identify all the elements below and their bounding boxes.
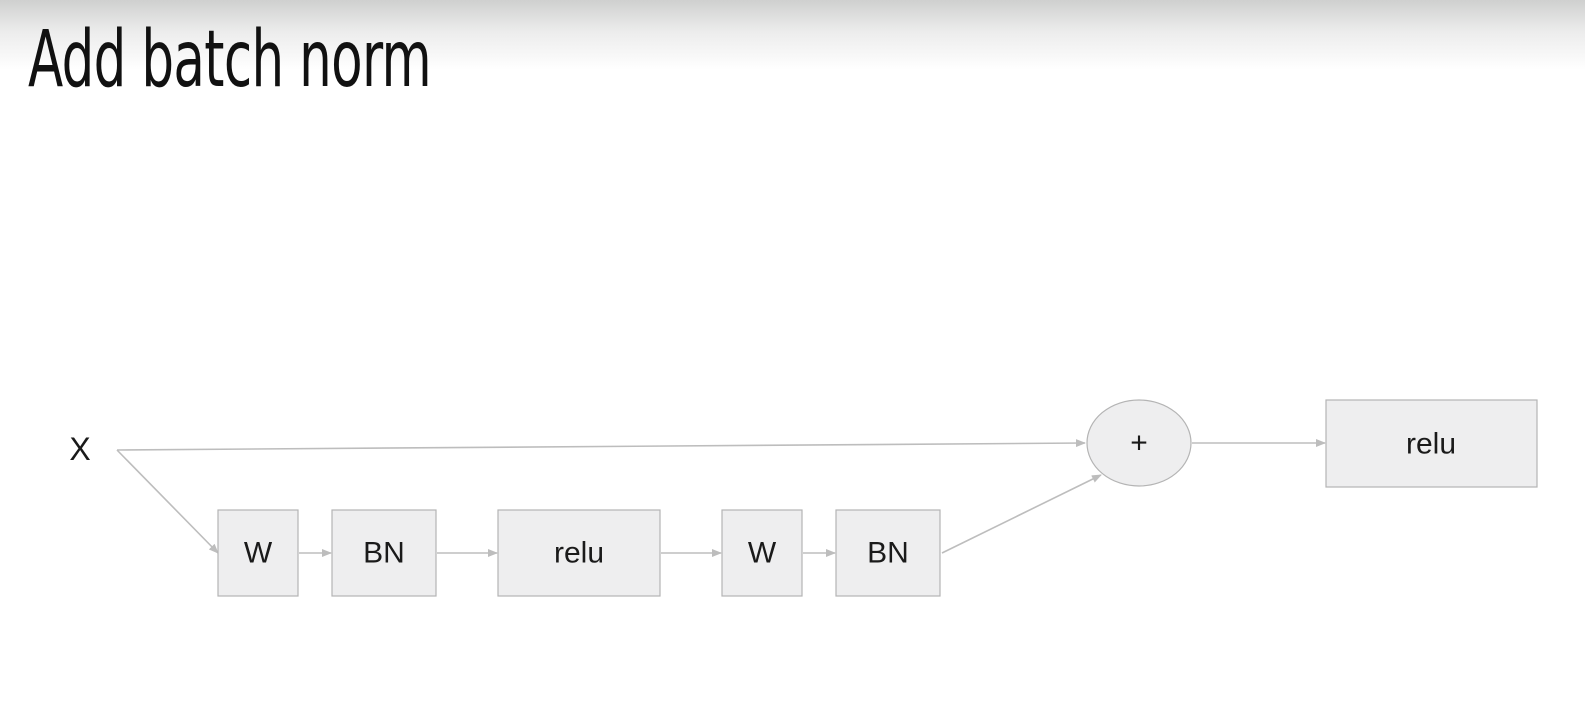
relu-label: relu xyxy=(554,537,604,570)
bn2-to-sum-arrow xyxy=(941,474,1102,554)
w-layer-node-2: W xyxy=(721,509,803,597)
batch-norm-node-2: BN xyxy=(835,509,941,597)
input-x-label: X xyxy=(69,431,90,467)
batch-norm-node: BN xyxy=(331,509,437,597)
output-relu-label: relu xyxy=(1406,428,1456,461)
batch-norm-label-2: BN xyxy=(867,537,909,570)
header-shade xyxy=(0,0,1585,70)
w-layer-label-2: W xyxy=(748,537,777,570)
relu-node: relu xyxy=(497,509,661,597)
output-relu-node: relu xyxy=(1325,399,1538,488)
sum-label: + xyxy=(1130,427,1148,460)
sum-node: + xyxy=(1086,399,1192,487)
slide-title: Add batch norm xyxy=(28,15,432,105)
input-to-w1-arrow xyxy=(116,449,219,554)
skip-connection-arrow xyxy=(116,439,1086,451)
batch-norm-label: BN xyxy=(363,537,405,570)
w-layer-node: W xyxy=(217,509,299,597)
w-layer-label: W xyxy=(244,537,273,570)
